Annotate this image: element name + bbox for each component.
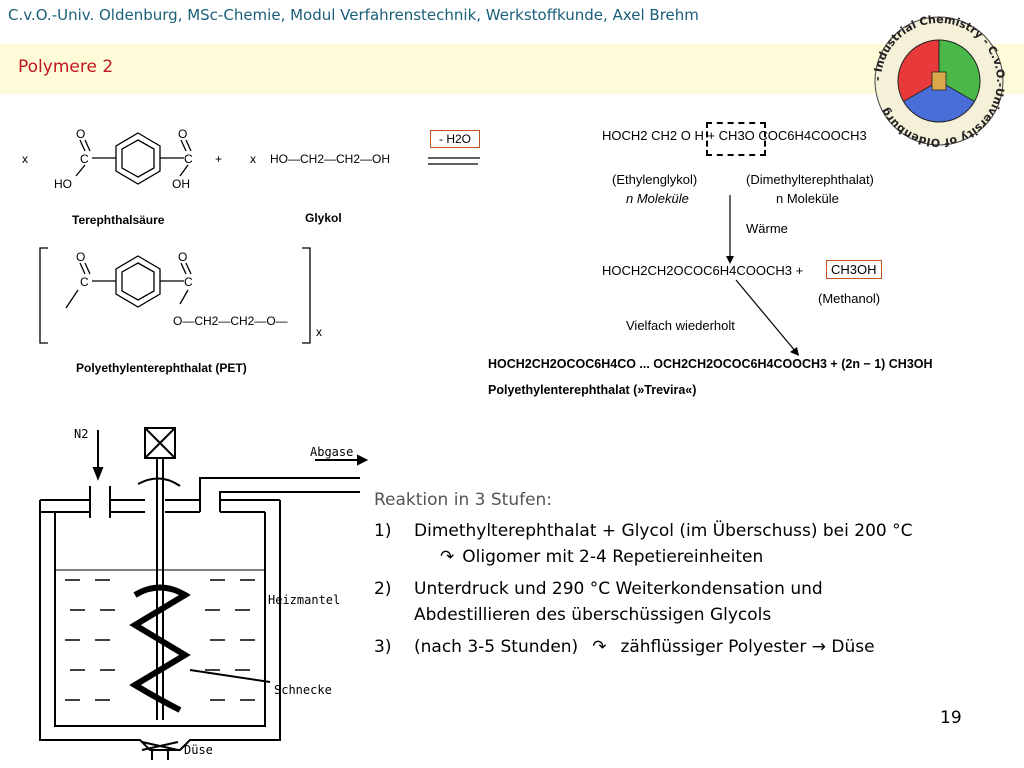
svg-text:O: O [76,250,85,264]
methanol-box: CH3OH [826,260,882,279]
step-text: (nach 3-5 Stunden) [414,637,579,657]
curved-arrow-icon: ↷ [440,547,455,567]
reaction-heading: Reaktion in 3 Stufen: [374,490,553,510]
transesterification-line-2: HOCH2CH2OCOC6H4COOCH3 + [602,263,804,278]
multiplier-x-2: x [250,152,256,166]
reaction-step-3: 3) (nach 3-5 Stunden) ↷ zähflüssiger Pol… [374,634,1014,660]
svg-text:O: O [178,250,187,264]
reaction-arrows [726,195,799,356]
step-number: 3) [374,637,392,657]
multiplier-x-3: x [316,325,322,339]
terephthalic-acid-label: Terephthalsäure [72,213,165,227]
title-bar [0,44,1024,94]
step-number: 2) [374,579,392,599]
pet-chain-formula: O—CH2—CH2—O— [173,314,288,328]
trevira-label: Polyethylenterephthalat (»Trevira«) [488,383,697,397]
slide-header: C.v.O.-Univ. Oldenburg, MSc-Chemie, Modu… [0,0,1024,34]
reactor-apparatus-diagram: N2 Abgase Heizmantel Schnecke Düse [39,427,369,760]
polycondensation-line: HOCH2CH2OCOC6H4CO ... OCH2CH2OCOC6H4COOC… [488,357,933,371]
reaction-step-2: 2) Unterdruck und 290 °C Weiterkondensat… [374,576,1014,628]
multiplier-x: x [22,152,28,166]
reaction-step-1: 1) Dimethylterephthalat + Glycol (im Übe… [374,518,1014,570]
plus-sign: + [215,152,222,166]
water-loss-box: - H2O [430,130,481,148]
step-text: Unterdruck und 290 °C Weiterkondensation… [414,579,823,599]
svg-text:C: C [80,152,89,166]
glycol-label: Glykol [305,211,342,225]
glycol-formula: HO—CH2—CH2—OH [270,152,390,166]
duse-label: Düse [184,743,213,757]
svg-text:OH: OH [172,177,190,191]
page-number: 19 [940,708,962,728]
step-sub-text: Oligomer mit 2-4 Repetiereinheiten [462,547,764,567]
svg-text:C: C [184,275,193,289]
step-number: 1) [374,521,392,541]
svg-text:O: O [76,127,85,141]
svg-text:C: C [184,152,193,166]
heat-label: Wärme [746,221,788,236]
pet-label: Polyethylenterephthalat (PET) [76,361,247,375]
n-molecules-2: n Moleküle [776,191,839,206]
header-text: C.v.O.-Univ. Oldenburg, MSc-Chemie, Modu… [8,6,699,24]
university-logo-icon: - Industrial Chemistry - C.v.O.-Universi… [872,14,1006,148]
heizmantel-label: Heizmantel [268,593,340,607]
svg-text:C: C [80,275,89,289]
svg-text:O: O [178,127,187,141]
slide-title: Polymere 2 [18,57,114,77]
abgase-label: Abgase [310,445,353,459]
methanol-label: (Methanol) [818,291,881,306]
reaction-steps: Reaktion in 3 Stufen: 1) Dimethylterepht… [374,490,1014,666]
schnecke-label: Schnecke [274,683,332,697]
n2-label: N2 [74,427,88,441]
transesterification-line-1: HOCH2 CH2 O H + CH3O COC6H4COOCH3 [602,128,867,143]
dimethylterephthalate-label: (Dimethylterephthalat) [746,172,874,187]
repeat-label: Vielfach wiederholt [626,318,735,333]
step-text-2: Abdestillieren des überschüssigen Glycol… [414,605,772,625]
svg-text:HO: HO [54,177,72,191]
n-molecules-1: n Moleküle [626,191,689,206]
dashed-exchange-box [706,122,766,156]
ethylenglykol-label: (Ethylenglykol) [612,172,698,187]
step-text: Dimethylterephthalat + Glycol (im Übersc… [414,521,913,541]
curved-arrow-icon: ↷ [592,637,607,657]
step-mid-text: zähflüssiger Polyester → Düse [620,637,875,657]
